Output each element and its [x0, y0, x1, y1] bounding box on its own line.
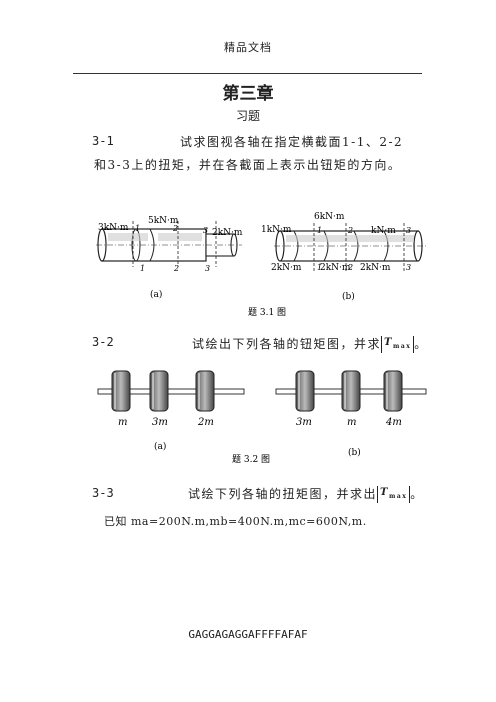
- page-header-watermark: 精品文档: [224, 41, 272, 54]
- figure-3-2b-shaft: [275, 370, 427, 412]
- figure-3-2a-shaft: [97, 370, 245, 412]
- problem-3-3-number: 3-3: [92, 486, 114, 500]
- figure-3-1a-right-load: 2kN·m: [212, 228, 243, 238]
- figure-3-2a-m2: 3m: [152, 417, 168, 428]
- problem-3-1-text-line2: 和3-3上的扭矩，并在各截面上表示出钮矩的方向。: [94, 158, 402, 172]
- problem-3-1-text-line1: 试求图视各轴在指定横截面1-1、2-2: [180, 135, 404, 149]
- figure-3-2a-m1: m: [118, 417, 127, 428]
- problem-3-2-number: 3-2: [92, 335, 114, 349]
- figure-3-1b-load-6: 2kN·m: [360, 263, 391, 273]
- figure-3-1b-load-4: 2kN·m: [271, 263, 302, 273]
- t-max-main: T: [380, 487, 389, 498]
- problem-3-2-question: 试绘出下列各轴的钮矩图，并求: [192, 337, 382, 351]
- figure-3-2b-label: (b): [348, 447, 361, 458]
- figure-3-1a-section-3-top: 3: [203, 226, 208, 235]
- figure-3-1-caption: 题 3.1 图: [248, 307, 286, 318]
- figure-3-1b-section-2-bottom: 2: [347, 263, 353, 272]
- figure-3-1a-section-2-top: 2: [172, 224, 178, 233]
- figure-3-1a-section-2-bottom: 2: [173, 264, 179, 273]
- figure-3-2b-m2: m: [347, 417, 356, 428]
- footer-text: GAGGAGAGGAFFFFAFAF: [188, 628, 308, 641]
- figure-3-1b-load-1: 1kN·m: [261, 225, 292, 235]
- header-divider: [73, 73, 422, 74]
- problem-3-1-number: 3-1: [92, 134, 114, 148]
- figure-3-1a-section-3-bottom: 3: [205, 264, 210, 273]
- figure-3-1b-load-2: 6kN·m: [314, 212, 345, 222]
- figure-3-1b-label: (b): [342, 291, 355, 302]
- figure-3-2a-m3: 2m: [197, 417, 214, 428]
- figure-3-1b-section-1-top: 1: [317, 226, 322, 235]
- figure-3-1b-section-3-bottom: 3: [406, 263, 411, 272]
- figure-3-2: m 3m 2m (a) 3m m 4m (b) 题 3.2 图: [97, 370, 427, 465]
- chapter-subtitle: 习题: [235, 109, 260, 123]
- figure-3-2-caption: 题 3.2 图: [232, 454, 270, 465]
- figure-3-1a-left-load: 3kN·m: [98, 223, 129, 233]
- figure-3-1a-shaft: [96, 221, 242, 267]
- figure-3-1b-section-3-top: 3: [406, 226, 411, 235]
- figure-3-1b-load-3: kN·m: [371, 226, 396, 236]
- problem-3-3-given: 已知 ma=200N.m,mb=400N.m,mc=600N,m.: [104, 515, 367, 528]
- figure-3-1a-label: (a): [150, 289, 162, 300]
- chapter-title: 第三章: [222, 84, 274, 104]
- problem-3-3-question: 试绘下列各轴的扭矩图，并求出: [188, 487, 378, 501]
- t-max-main: T: [384, 337, 393, 348]
- figure-3-1a-mid-load: 5kN·m: [148, 216, 179, 226]
- figure-3-1b-section-1-bottom: 1: [317, 263, 322, 272]
- t-max-sub: max: [392, 343, 412, 350]
- figure-3-1a-section-1-top: 1: [135, 224, 140, 233]
- figure-3-1a-section-1-bottom: 1: [140, 264, 145, 273]
- figure-3-1: 3kN·m 5kN·m 2kN·m 1 1 2 2 3 3 (a) 1kN·m …: [96, 212, 426, 318]
- problem-3-2-end: 。: [414, 337, 428, 351]
- figure-3-2b-m1: 3m: [296, 417, 312, 428]
- figure-3-1b-section-2-top: 2: [347, 226, 353, 235]
- figure-3-2a-label: (a): [154, 441, 166, 452]
- figure-3-1b-load-5: 2kN·m: [320, 263, 351, 273]
- t-max-sub: max: [388, 493, 408, 500]
- t-max-symbol: Tmax: [377, 486, 411, 503]
- t-max-symbol: Tmax: [381, 336, 415, 353]
- problem-3-3-end: 。: [410, 487, 424, 501]
- figure-3-2b-m3: 4m: [385, 417, 402, 428]
- figure-3-1b-shaft: [274, 223, 426, 271]
